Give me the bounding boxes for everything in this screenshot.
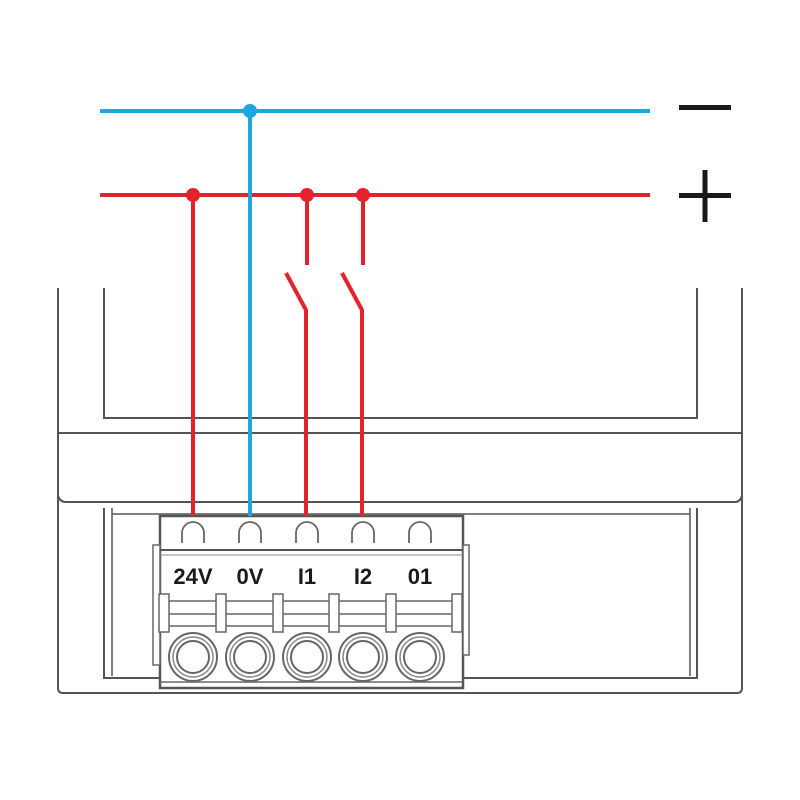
- housing-band-bottom: [57, 495, 743, 503]
- terminal-label: 0V: [237, 564, 264, 589]
- terminal-divider: [215, 593, 227, 633]
- terminal-24v: 24V: [158, 521, 218, 682]
- terminal-latch: [238, 521, 262, 543]
- terminal-divider: [385, 593, 397, 633]
- screw-mid-ring: [229, 636, 271, 678]
- junction-dots: [186, 104, 370, 202]
- terminal-label: 24V: [173, 564, 212, 589]
- switch-i1: [284, 195, 309, 516]
- junction-dot-24v: [186, 188, 200, 202]
- wires: [100, 109, 650, 516]
- terminal-0v: 0V: [215, 521, 275, 682]
- junction-dot-i2: [356, 188, 370, 202]
- junction-dot-0v: [243, 104, 257, 118]
- terminal-i2: I2: [328, 521, 388, 682]
- screw-mid-ring: [172, 636, 214, 678]
- screw-mid-ring: [342, 636, 384, 678]
- plus-sign-icon: [679, 170, 731, 222]
- screw-hole-icon: [346, 640, 380, 674]
- terminal-label: I1: [298, 564, 316, 589]
- housing-inner-panel: [103, 288, 698, 419]
- polarity-signs: − +: [679, 105, 731, 222]
- terminal-latch: [181, 521, 205, 543]
- terminal-label: I2: [354, 564, 372, 589]
- switch-i2: [340, 195, 365, 516]
- minus-sign-icon: [679, 105, 731, 110]
- screw-mid-ring: [399, 636, 441, 678]
- terminal-latch: [351, 521, 375, 543]
- housing-outline: [57, 288, 743, 694]
- junction-dot-i1: [300, 188, 314, 202]
- screw-hole-icon: [403, 640, 437, 674]
- housing-lower-recess: [103, 508, 698, 679]
- screw-mid-ring: [286, 636, 328, 678]
- terminal-01: 01: [385, 521, 445, 682]
- terminal-divider: [158, 593, 170, 633]
- terminal-latch: [408, 521, 432, 543]
- terminal-i1: I1: [272, 521, 332, 682]
- screw-hole-icon: [290, 640, 324, 674]
- screw-hole-icon: [233, 640, 267, 674]
- terminal-divider: [328, 593, 340, 633]
- terminal-divider: [272, 593, 284, 633]
- terminal-divider: [451, 593, 463, 633]
- screw-hole-icon: [176, 640, 210, 674]
- device-housing: [57, 288, 743, 694]
- terminal-label: 01: [408, 564, 432, 589]
- terminal-latch: [295, 521, 319, 543]
